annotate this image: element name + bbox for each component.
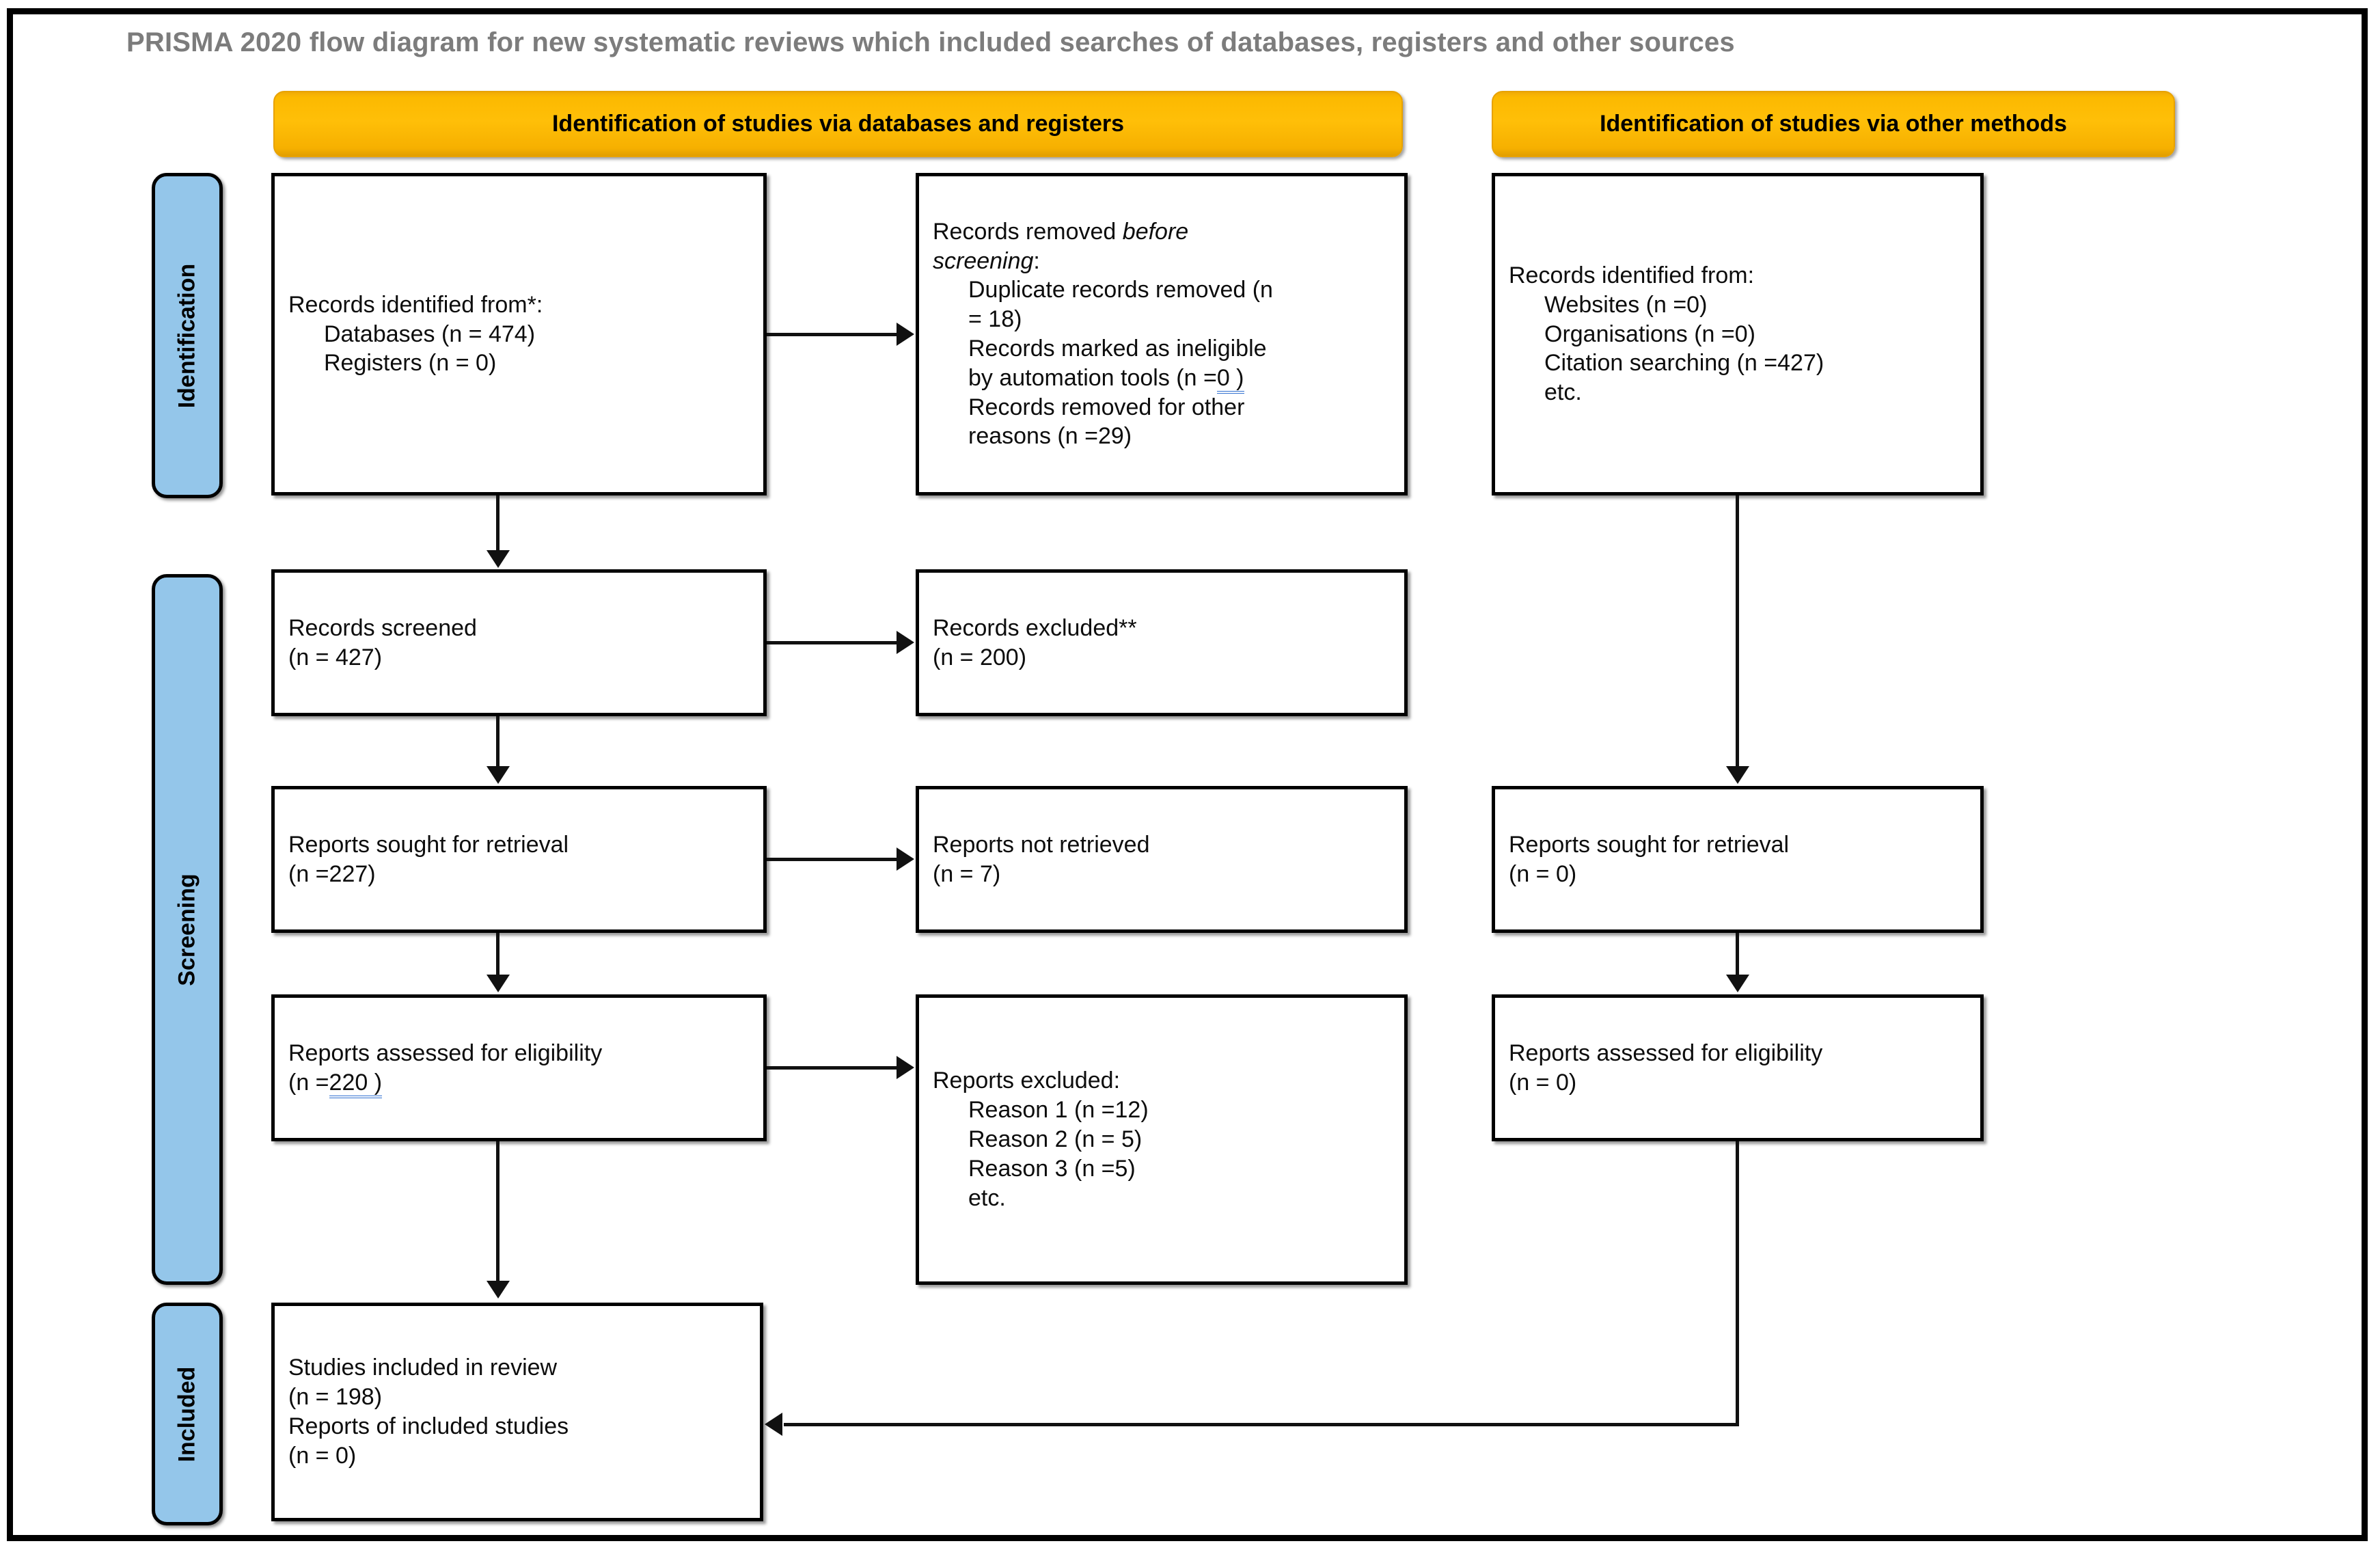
box-reports-excluded: Reports excluded: Reason 1 (n =12) Reaso… <box>916 994 1408 1285</box>
banner-databases-label: Identification of studies via databases … <box>551 111 1125 137</box>
studies-included-count: (n = 198) <box>288 1384 383 1411</box>
connector-elbow-horizontal-to-studies-included <box>784 1423 1739 1426</box>
connector-sought-to-not-retrieved <box>767 858 898 861</box>
reports-assessed-right-label: Reports assessed for eligibility <box>1509 1039 1823 1066</box>
reports-assessed-left-prefix: (n = <box>288 1069 329 1096</box>
records-removed-heading-line2: screening: <box>933 247 1395 276</box>
connector-identified-to-removed <box>767 333 898 336</box>
stage-label-included: Included <box>174 1366 200 1462</box>
box-reports-assessed-for-eligibility-right: Reports assessed for eligibility (n = 0) <box>1492 994 1984 1141</box>
arrowhead-screened-to-sought <box>487 766 510 784</box>
stage-pill-screening: Screening <box>152 574 223 1285</box>
arrowhead-sought-to-assessed-left <box>487 975 510 992</box>
box-records-identified-databases: Records identified from*: Databases (n =… <box>271 173 767 495</box>
connector-sought-to-assessed-left <box>496 933 500 976</box>
records-identified-other-heading: Records identified from: <box>1509 262 1755 288</box>
records-removed-other-line1: Records removed for other <box>968 394 1245 420</box>
records-ineligible-automation-line1: Records marked as ineligible <box>968 336 1267 362</box>
reports-excluded-heading: Reports excluded: <box>933 1068 1121 1094</box>
records-removed-heading-italic-screening: screening <box>933 247 1034 274</box>
stage-pill-identification: Identification <box>152 173 223 498</box>
records-ineligible-prefix: by automation tools (n = <box>968 364 1217 391</box>
page-title: PRISMA 2020 flow diagram for new systema… <box>126 27 1735 57</box>
stage-label-identification: Identification <box>174 263 200 408</box>
records-ineligible-value: 0 ) <box>1216 364 1244 394</box>
reports-assessed-left-value: 220 ) <box>329 1069 383 1098</box>
reports-of-included-studies-label: Reports of included studies <box>288 1413 569 1439</box>
arrowhead-other-identified-to-sought-right <box>1726 766 1749 784</box>
reports-excluded-etc: etc. <box>968 1184 1006 1211</box>
arrowhead-elbow-to-studies-included <box>765 1413 782 1436</box>
records-screened-label: Records screened <box>288 614 477 641</box>
reports-excluded-reason-3: Reason 3 (n =5) <box>968 1155 1136 1182</box>
records-identified-databases-count: Databases (n = 474) <box>324 321 536 347</box>
arrowhead-screened-to-excluded <box>897 631 914 654</box>
box-reports-not-retrieved: Reports not retrieved (n = 7) <box>916 786 1408 933</box>
duplicate-records-removed-line1: Duplicate records removed (n <box>968 277 1273 303</box>
arrowhead-identified-to-screened <box>487 550 510 568</box>
connector-assessed-to-studies-included <box>496 1141 500 1282</box>
records-removed-heading-line1: Records removed before <box>933 217 1395 247</box>
banner-identification-other-methods: Identification of studies via other meth… <box>1492 91 2175 157</box>
banner-other-label: Identification of studies via other meth… <box>1600 111 2067 137</box>
reports-excluded-reason-2: Reason 2 (n = 5) <box>968 1126 1143 1153</box>
reports-excluded-reason-1: Reason 1 (n =12) <box>968 1097 1149 1124</box>
records-removed-heading-italic-before: before <box>1122 218 1189 245</box>
reports-assessed-right-count: (n = 0) <box>1509 1069 1577 1096</box>
connector-screened-to-sought <box>496 716 500 767</box>
stage-pill-included: Included <box>152 1303 223 1525</box>
records-removed-heading-text: Records removed <box>933 218 1123 245</box>
records-identified-etc: etc. <box>1544 379 1582 406</box>
reports-not-retrieved-count: (n = 7) <box>933 860 1001 887</box>
records-identified-registers-count: Registers (n = 0) <box>324 350 497 377</box>
reports-assessed-left-count: (n =220 ) <box>288 1068 754 1098</box>
banner-identification-databases: Identification of studies via databases … <box>273 91 1403 157</box>
records-identified-websites: Websites (n =0) <box>1544 291 1708 318</box>
records-removed-other-line2: reasons (n =29) <box>968 423 1132 450</box>
records-identified-citation-searching: Citation searching (n =427) <box>1544 350 1824 377</box>
connector-identified-to-screened <box>496 495 500 552</box>
duplicate-records-removed-line2: = 18) <box>968 306 1022 333</box>
records-ineligible-automation-line2: by automation tools (n =0 ) <box>933 364 1395 394</box>
reports-sought-right-count: (n = 0) <box>1509 860 1577 887</box>
records-excluded-label: Records excluded** <box>933 614 1137 641</box>
box-reports-sought-for-retrieval-left: Reports sought for retrieval (n =227) <box>271 786 767 933</box>
box-reports-sought-for-retrieval-right: Reports sought for retrieval (n = 0) <box>1492 786 1984 933</box>
arrowhead-identified-to-removed <box>897 323 914 346</box>
connector-sought-right-to-assessed-right <box>1736 933 1739 976</box>
arrowhead-assessed-to-reports-excluded <box>897 1056 914 1079</box>
reports-assessed-left-label: Reports assessed for eligibility <box>288 1039 603 1066</box>
box-records-screened: Records screened (n = 427) <box>271 569 767 716</box>
records-removed-heading-colon: : <box>1033 247 1040 274</box>
records-identified-heading: Records identified from*: <box>288 291 543 318</box>
records-excluded-count: (n = 200) <box>933 644 1027 670</box>
arrowhead-assessed-to-studies-included <box>487 1281 510 1299</box>
connector-other-identified-to-sought-right <box>1736 495 1739 767</box>
studies-included-label: Studies included in review <box>288 1355 558 1381</box>
box-reports-assessed-for-eligibility-left: Reports assessed for eligibility (n =220… <box>271 994 767 1141</box>
reports-sought-left-label: Reports sought for retrieval <box>288 831 569 858</box>
box-records-removed-before-screening: Records removed before screening: Duplic… <box>916 173 1408 495</box>
connector-elbow-vertical-assessed-right <box>1736 1141 1739 1425</box>
arrowhead-sought-right-to-assessed-right <box>1726 975 1749 992</box>
arrowhead-sought-to-not-retrieved <box>897 847 914 871</box>
records-identified-organisations: Organisations (n =0) <box>1544 321 1755 347</box>
box-records-excluded: Records excluded** (n = 200) <box>916 569 1408 716</box>
stage-label-screening: Screening <box>174 873 200 986</box>
box-studies-included-in-review: Studies included in review (n = 198) Rep… <box>271 1303 763 1521</box>
reports-of-included-studies-count: (n = 0) <box>288 1442 357 1469</box>
connector-assessed-to-reports-excluded <box>767 1066 898 1070</box>
reports-not-retrieved-label: Reports not retrieved <box>933 831 1150 858</box>
reports-sought-left-count: (n =227) <box>288 860 376 887</box>
records-screened-count: (n = 427) <box>288 644 383 670</box>
reports-sought-right-label: Reports sought for retrieval <box>1509 831 1790 858</box>
box-records-identified-other-methods: Records identified from: Websites (n =0)… <box>1492 173 1984 495</box>
connector-screened-to-excluded <box>767 641 898 644</box>
